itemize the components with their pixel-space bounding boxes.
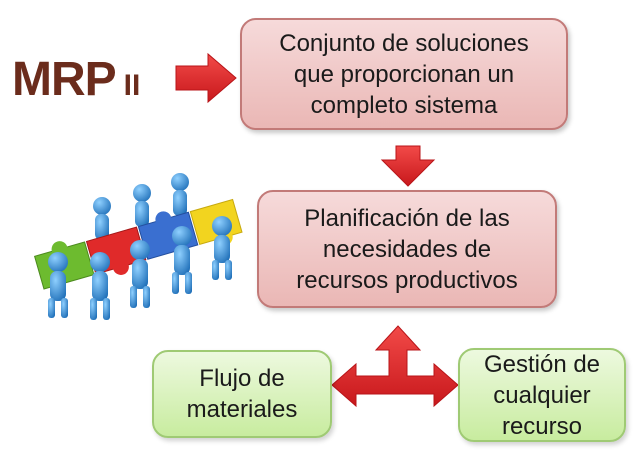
box-gestion-recurso: Gestión de cualquier recurso (458, 348, 626, 442)
title-suffix: II (123, 69, 141, 102)
box-planificacion-necesidades: Planificación de las necesidades de recu… (257, 190, 557, 308)
figure-group-front (48, 216, 232, 320)
arrow-down-to-middle-box (380, 145, 436, 187)
arrow-right-to-top-box (175, 52, 237, 104)
three-way-arrow (331, 325, 459, 408)
box-conjunto-soluciones: Conjunto de soluciones que proporcionan … (240, 18, 568, 130)
figure-group-back (93, 173, 189, 240)
title-main: MRP (12, 53, 117, 106)
box-flujo-materiales: Flujo de materiales (152, 350, 332, 438)
